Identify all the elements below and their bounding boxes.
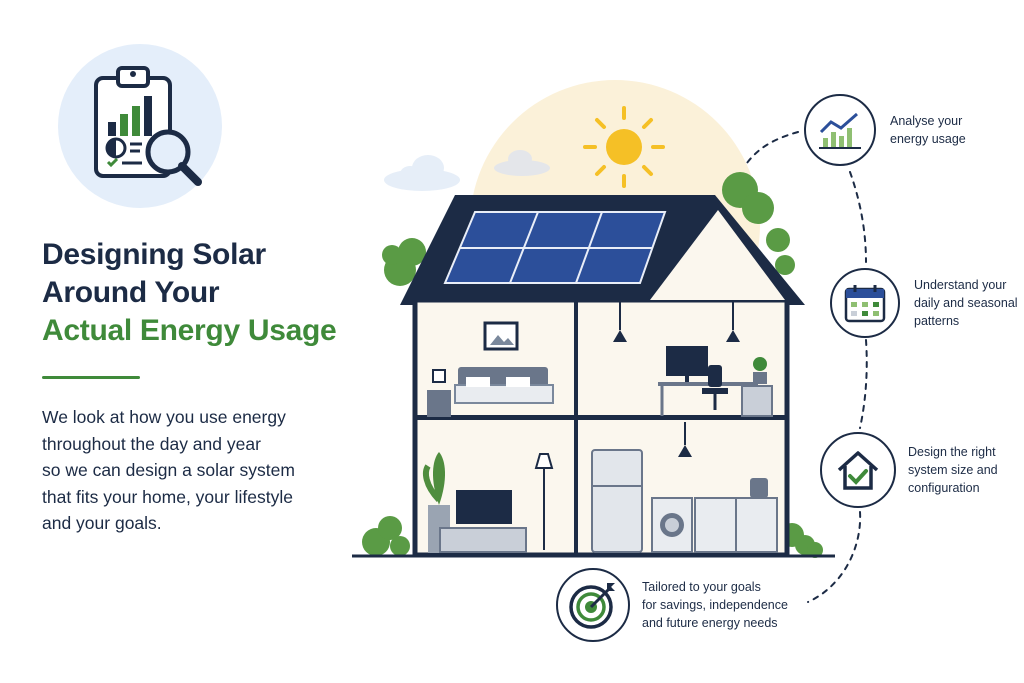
title-line-2: Around Your <box>42 276 220 309</box>
step-text-line: system size and <box>908 463 998 477</box>
step-analyse: Analyse your energy usage <box>804 94 966 166</box>
title-line-3: Actual Energy Usage <box>42 314 337 347</box>
house-illustration <box>340 80 870 570</box>
clipboard-analysis-icon <box>58 44 222 208</box>
house-check-icon <box>820 432 896 508</box>
description-line: and your goals. <box>42 513 162 533</box>
step-tailored-text: Tailored to your goals for savings, inde… <box>642 578 788 632</box>
title-divider <box>42 376 140 379</box>
cloud-icon <box>384 155 460 191</box>
cloud-icon <box>494 150 550 176</box>
page-title: Designing Solar Around Your Actual Energ… <box>42 236 372 350</box>
step-design-text: Design the right system size and configu… <box>908 443 998 497</box>
solar-panel <box>443 211 667 284</box>
calendar-icon <box>830 268 900 338</box>
step-understand: Understand your daily and seasonal patte… <box>830 268 1018 338</box>
description: We look at how you use energy throughout… <box>42 404 362 537</box>
target-icon <box>556 568 630 642</box>
sun-icon <box>583 106 665 188</box>
step-text-line: patterns <box>914 314 960 328</box>
description-line: so we can design a solar system <box>42 460 295 480</box>
step-text-line: for savings, independence <box>642 598 788 612</box>
step-text-line: energy usage <box>890 132 966 146</box>
step-text-line: Design the right <box>908 445 996 459</box>
step-text-line: Analyse your <box>890 114 963 128</box>
step-understand-text: Understand your daily and seasonal patte… <box>914 276 1018 330</box>
step-tailored: Tailored to your goals for savings, inde… <box>556 568 788 642</box>
description-line: that fits your home, your lifestyle <box>42 486 293 507</box>
step-analyse-text: Analyse your energy usage <box>890 112 966 148</box>
step-text-line: daily and seasonal <box>914 296 1018 310</box>
description-line: We look at how you use energy <box>42 407 286 427</box>
step-text-line: Tailored to your goals <box>642 580 761 594</box>
title-line-1: Designing Solar <box>42 238 266 271</box>
line-chart-icon <box>804 94 876 166</box>
description-line: throughout the day and year <box>42 433 261 454</box>
step-text-line: and future energy needs <box>642 616 778 630</box>
step-design: Design the right system size and configu… <box>820 432 998 508</box>
step-text-line: configuration <box>908 481 980 495</box>
step-text-line: Understand your <box>914 278 1007 292</box>
